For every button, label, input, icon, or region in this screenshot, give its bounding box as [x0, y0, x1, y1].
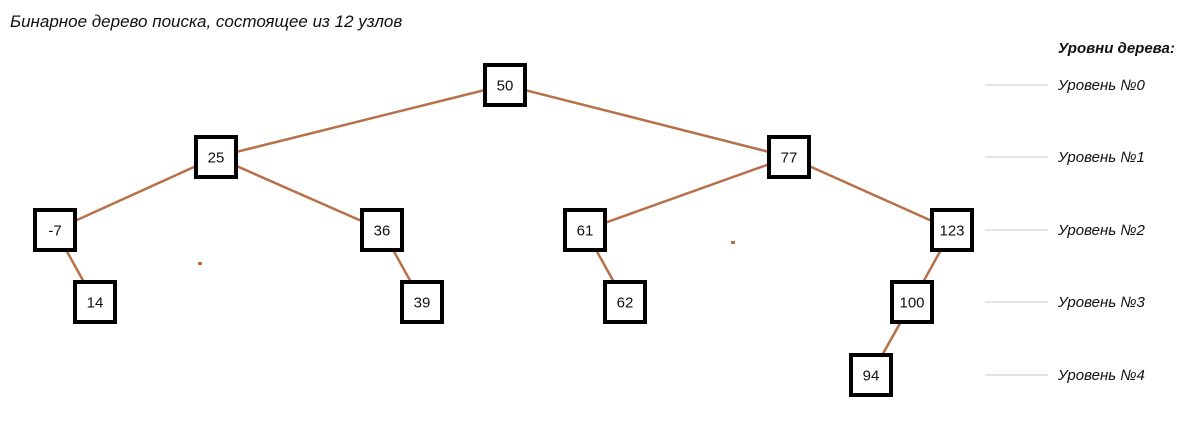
node-box	[73, 280, 117, 324]
diagram-title: Бинарное дерево поиска, состоящее из 12 …	[10, 12, 402, 31]
tree-edges	[53, 83, 954, 376]
node-box	[890, 280, 934, 324]
edge-50-to-25	[215, 83, 506, 159]
edge-77-to-61	[584, 155, 790, 232]
node-label: 50	[497, 78, 514, 95]
legend-title: Уровни дерева:	[1058, 40, 1175, 57]
tree-node: 94	[849, 353, 893, 397]
node-label: 77	[781, 150, 798, 167]
node-label: 61	[577, 223, 594, 240]
node-box	[360, 208, 404, 252]
node-label: -7	[48, 223, 61, 240]
tree-node: 123	[930, 208, 974, 252]
node-label: 123	[939, 223, 964, 240]
level-label: Уровень №3	[1057, 294, 1146, 311]
tree-node: 62	[603, 280, 647, 324]
node-label: 62	[617, 295, 634, 312]
node-box	[563, 208, 607, 252]
tree-node: 61	[563, 208, 607, 252]
level-guides	[985, 84, 1048, 376]
edge-25-to--7	[54, 155, 217, 232]
edge-77-to-123	[788, 155, 953, 232]
node-label: 36	[374, 223, 391, 240]
tree-node: 25	[194, 135, 238, 179]
stray-mark	[731, 241, 735, 244]
node-label: 14	[87, 295, 104, 312]
stray-mark	[198, 262, 202, 265]
tree-node: -7	[33, 208, 77, 252]
node-box	[483, 63, 527, 107]
node-label: 39	[414, 295, 431, 312]
node-box	[930, 208, 974, 252]
level-legend: Уровень №0 Уровень №1 Уровень №2 Уровень №3…	[1057, 77, 1146, 384]
node-box	[194, 135, 238, 179]
level-label: Уровень №2	[1057, 222, 1146, 239]
node-box	[33, 208, 77, 252]
tree-node: 36	[360, 208, 404, 252]
decorative-marks	[198, 241, 735, 265]
tree-node: 77	[767, 135, 811, 179]
tree-node: 100	[890, 280, 934, 324]
tree-node: 50	[483, 63, 527, 107]
level-label: Уровень №4	[1057, 367, 1145, 384]
node-box	[849, 353, 893, 397]
node-label: 100	[899, 295, 924, 312]
node-box	[767, 135, 811, 179]
node-box	[400, 280, 444, 324]
edge-50-to-77	[504, 83, 790, 159]
tree-node: 39	[400, 280, 444, 324]
level-label: Уровень №0	[1057, 77, 1146, 94]
level-label: Уровень №1	[1057, 149, 1145, 166]
node-label: 25	[208, 150, 225, 167]
tree-nodes: 50 25 77 -7 36 61 123 14 39 62 100 94	[33, 63, 974, 397]
node-label: 94	[863, 368, 880, 385]
tree-node: 14	[73, 280, 117, 324]
edge-25-to-36	[215, 155, 383, 232]
node-box	[603, 280, 647, 324]
